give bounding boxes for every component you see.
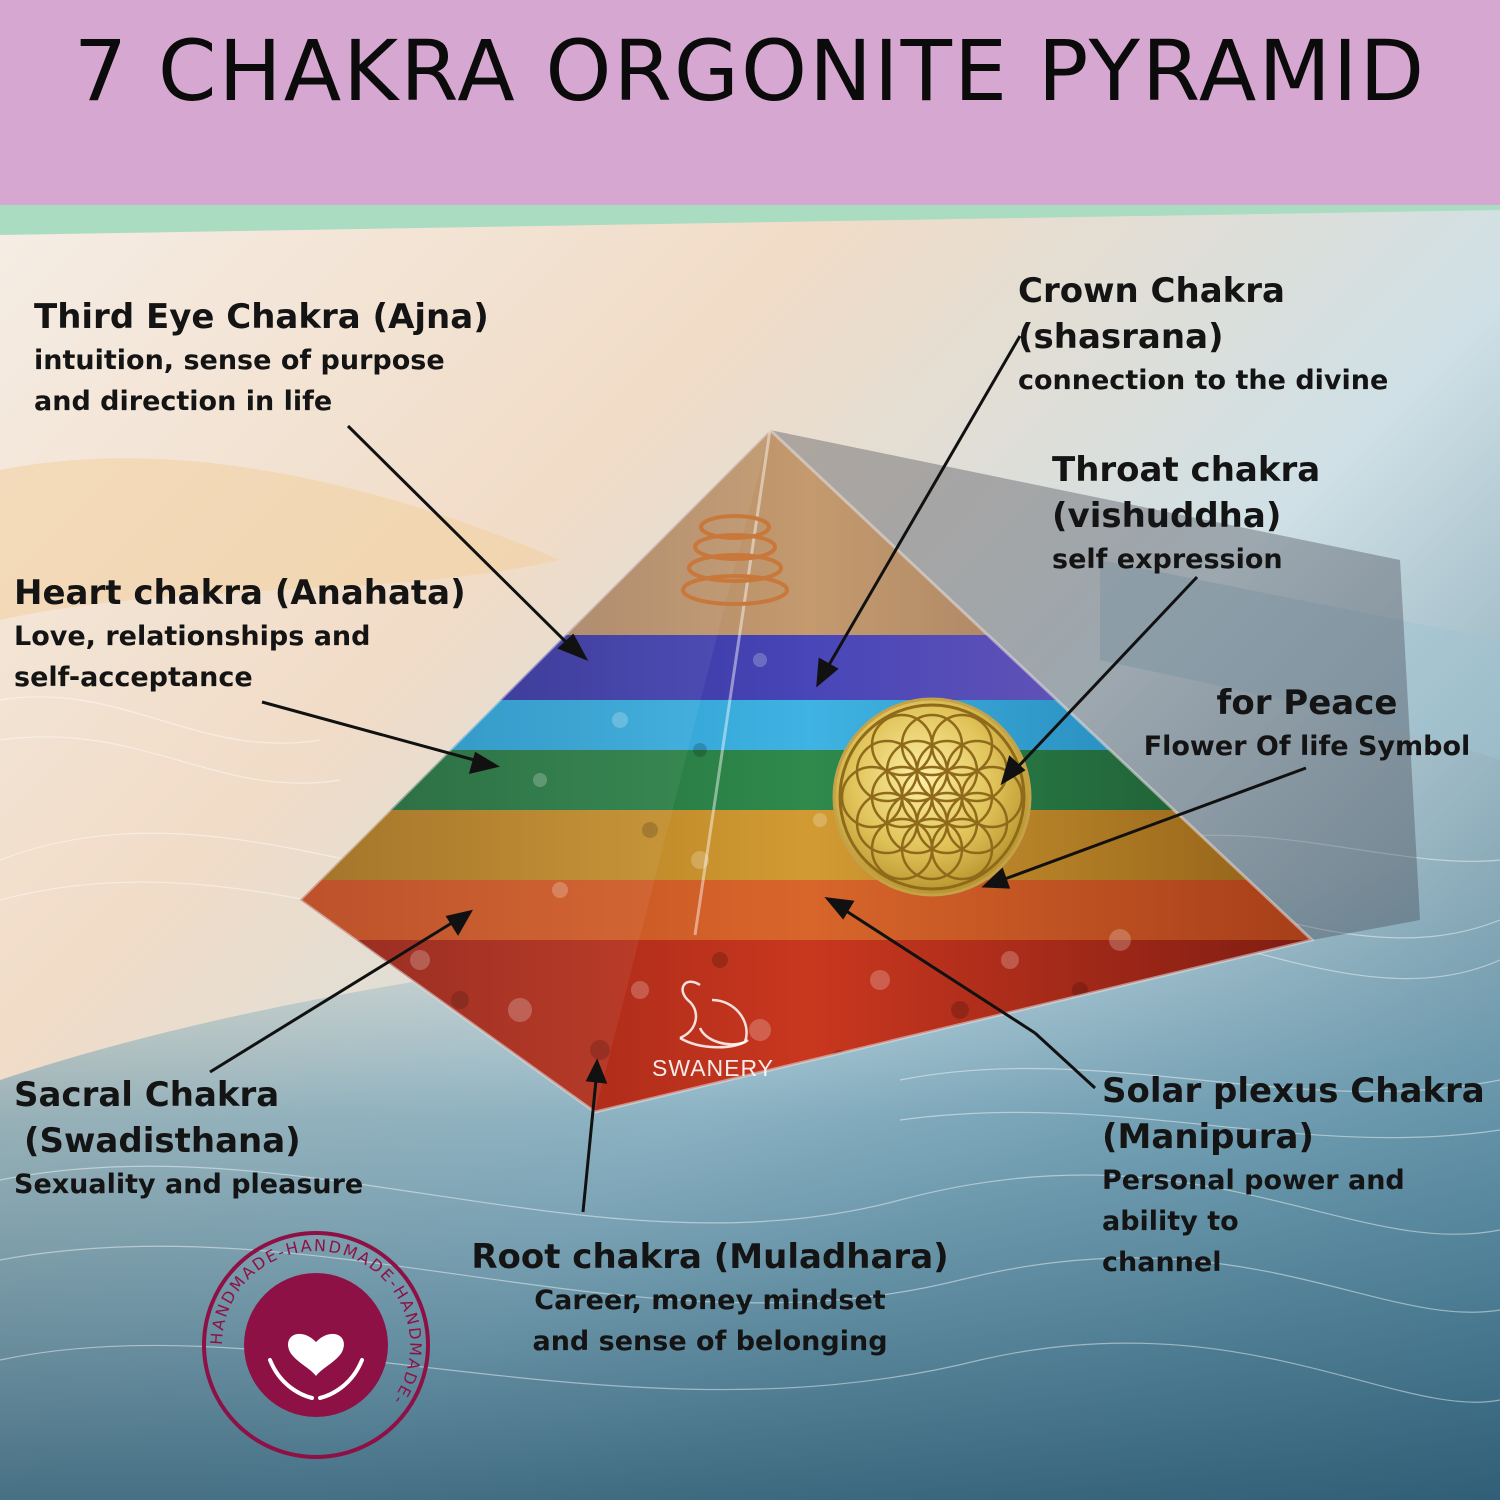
heart-label: Heart chakra (Anahata) Love, relationshi…	[14, 570, 466, 698]
brand-name: SWANERY	[652, 1055, 775, 1081]
solar-heading-1: Solar plexus Chakra	[1102, 1071, 1485, 1111]
swan-logo-icon	[679, 980, 749, 1049]
crown-heading-2: (shasrana)	[1018, 317, 1224, 357]
heart-desc-1: Love, relationships and	[14, 621, 371, 652]
throat-desc-1: self expression	[1052, 544, 1283, 575]
heart-heading: Heart chakra (Anahata)	[14, 573, 466, 613]
third-eye-desc-2: and direction in life	[34, 386, 333, 417]
heart-desc-2: self-acceptance	[14, 662, 253, 693]
root-heading: Root chakra (Muladhara)	[471, 1237, 949, 1277]
sacral-heading-1: Sacral Chakra	[14, 1075, 280, 1115]
third-eye-desc-1: intuition, sense of purpose	[34, 345, 445, 376]
sacral-label: Sacral Chakra (Swadisthana) Sexuality an…	[14, 1072, 363, 1205]
peace-desc-1: Flower Of life Symbol	[1143, 731, 1471, 762]
solar-heading-2: (Manipura)	[1102, 1117, 1314, 1157]
sacral-desc-1: Sexuality and pleasure	[14, 1169, 364, 1200]
solar-desc-1: Personal power and	[1102, 1165, 1405, 1196]
crown-label: Crown Chakra (shasrana) connection to th…	[1018, 268, 1388, 401]
third-eye-heading: Third Eye Chakra (Ajna)	[34, 297, 489, 337]
throat-heading-1: Throat chakra	[1052, 450, 1321, 490]
solar-desc-2: ability to	[1102, 1206, 1239, 1237]
peace-label: for Peace Flower Of life Symbol	[1136, 680, 1478, 767]
root-desc-1: Career, money mindset	[534, 1285, 886, 1316]
throat-label: Throat chakra (vishuddha) self expressio…	[1052, 447, 1320, 580]
callout-arrows	[209, 335, 1307, 1213]
heart-hands-icon	[268, 1333, 364, 1400]
crown-heading-1: Crown Chakra	[1018, 271, 1285, 311]
peace-heading: for Peace	[1216, 683, 1398, 723]
title-banner	[0, 0, 1500, 205]
root-label: Root chakra (Muladhara) Career, money mi…	[440, 1234, 980, 1362]
third-eye-label: Third Eye Chakra (Ajna) intuition, sense…	[34, 294, 489, 422]
crown-desc-1: connection to the divine	[1018, 365, 1389, 396]
page-title: 7 CHAKRA ORGONITE PYRAMID	[73, 22, 1427, 120]
banner-accent-strip	[0, 205, 1500, 235]
solar-desc-3: channel	[1102, 1247, 1222, 1278]
flower-of-life-icon	[832, 697, 1032, 897]
throat-heading-2: (vishuddha)	[1052, 496, 1282, 536]
solar-plexus-label: Solar plexus Chakra (Manipura) Personal …	[1102, 1068, 1485, 1283]
sacral-heading-2: (Swadisthana)	[24, 1121, 301, 1161]
root-desc-2: and sense of belonging	[532, 1326, 888, 1357]
